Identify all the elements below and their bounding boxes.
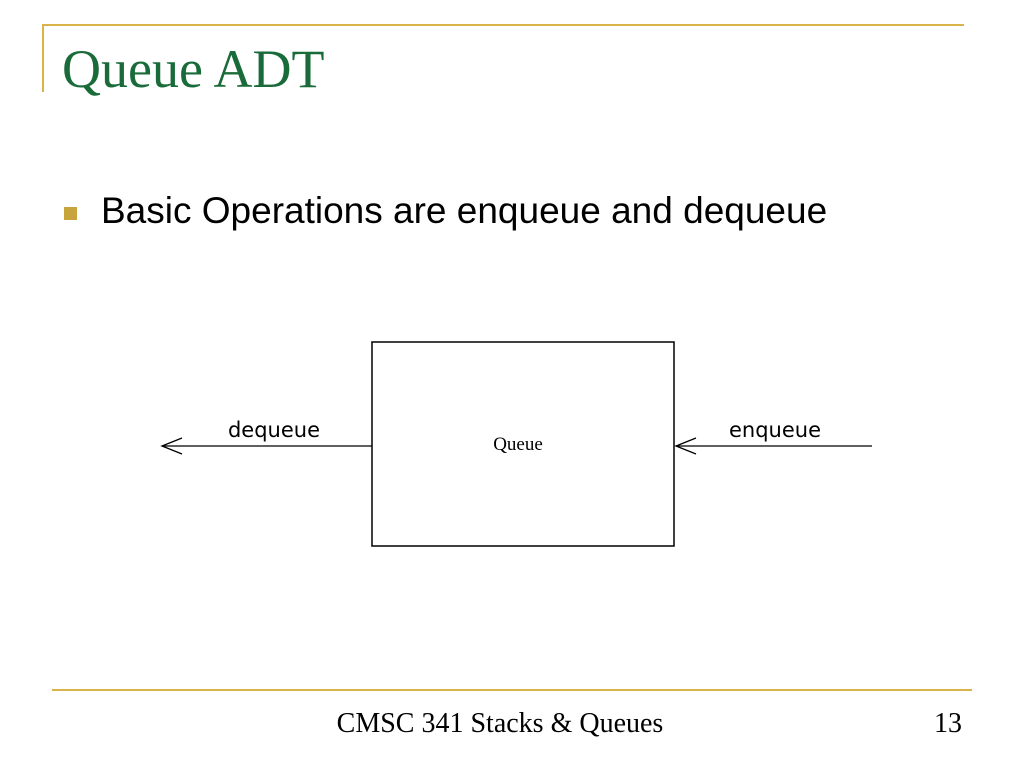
footer-rule	[52, 689, 972, 691]
footer-text: CMSC 341 Stacks & Queues	[336, 708, 664, 739]
frame-left-rule	[42, 24, 44, 92]
dequeue-arrow	[160, 437, 372, 455]
enqueue-arrow	[674, 437, 872, 455]
bullet-item: Basic Operations are enqueue and dequeue	[64, 190, 827, 232]
bullet-square-icon	[64, 206, 77, 220]
page-number: 13	[934, 708, 962, 739]
enqueue-label: enqueue	[729, 418, 821, 442]
bullet-text: Basic Operations are enqueue and dequeue	[101, 190, 828, 231]
queue-box-label: Queue	[493, 434, 543, 455]
frame-top-rule	[42, 24, 964, 26]
dequeue-label: dequeue	[228, 418, 320, 442]
slide-title: Queue ADT	[62, 39, 325, 99]
queue-box	[371, 341, 675, 547]
